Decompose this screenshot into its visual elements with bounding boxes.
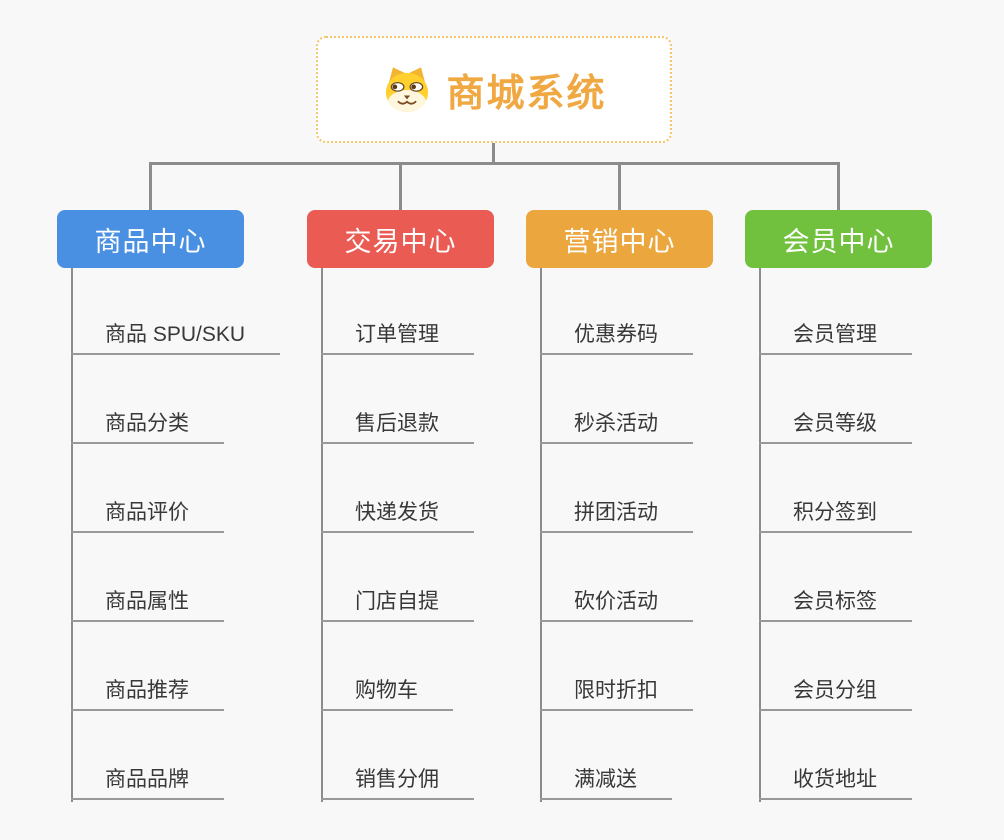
connector-drop-branch-2 [399, 164, 402, 210]
leaf-node[interactable]: 满减送 [540, 711, 672, 800]
connector-drop-branch-4 [837, 164, 840, 210]
leaf-label: 限时折扣 [574, 679, 658, 702]
connector-column-4 [759, 268, 761, 802]
branch-label: 商品中心 [94, 226, 207, 257]
leaf-label: 会员管理 [793, 323, 877, 346]
leaf-node[interactable]: 门店自提 [321, 533, 474, 622]
leaf-node[interactable]: 商品 SPU/SKU [71, 266, 281, 355]
leaf-label: 砍价活动 [574, 590, 658, 613]
leaf-node[interactable]: 售后退款 [321, 355, 474, 444]
leaf-label: 优惠券码 [574, 323, 658, 346]
branch-node-product-center[interactable]: 商品中心 [57, 210, 244, 268]
connector-column-2 [321, 268, 323, 802]
connector-column-1 [71, 268, 73, 802]
leaf-label: 销售分佣 [355, 768, 439, 791]
leaf-node[interactable]: 商品评价 [71, 444, 224, 533]
root-title: 商城系统 [446, 73, 607, 115]
leaf-node[interactable]: 商品分类 [71, 355, 224, 444]
leaf-node[interactable]: 会员管理 [759, 266, 912, 355]
leaf-label: 收货地址 [793, 768, 877, 791]
connector-trunk [149, 162, 840, 165]
branch-label: 会员中心 [782, 226, 895, 257]
connector-drop-branch-1 [149, 164, 152, 210]
leaf-label: 商品属性 [105, 590, 189, 613]
leaf-node[interactable]: 限时折扣 [540, 622, 693, 711]
leaf-label: 商品分类 [105, 412, 189, 435]
leaf-label: 会员等级 [793, 412, 877, 435]
leaf-label: 商品 SPU/SKU [105, 323, 246, 346]
leaf-label: 会员分组 [793, 679, 877, 702]
leaf-label: 商品评价 [105, 501, 189, 524]
leaf-node[interactable]: 商品品牌 [71, 711, 224, 800]
connector-column-3 [540, 268, 542, 802]
branch-items-trade-center: 订单管理 售后退款 快递发货 门店自提 购物车 销售分佣 [321, 266, 474, 800]
leaf-node[interactable]: 商品属性 [71, 533, 224, 622]
branch-node-member-center[interactable]: 会员中心 [745, 210, 932, 268]
leaf-node[interactable]: 秒杀活动 [540, 355, 693, 444]
branch-items-marketing-center: 优惠券码 秒杀活动 拼团活动 砍价活动 限时折扣 满减送 [540, 266, 693, 800]
dog-face-icon [386, 66, 429, 112]
leaf-label: 拼团活动 [574, 501, 658, 524]
root-node-mall-system[interactable]: 商城系统 [316, 36, 672, 143]
branch-label: 营销中心 [563, 226, 676, 257]
leaf-node[interactable]: 收货地址 [759, 711, 912, 800]
leaf-label: 门店自提 [355, 590, 439, 613]
leaf-label: 售后退款 [355, 412, 439, 435]
leaf-node[interactable]: 商品推荐 [71, 622, 224, 711]
leaf-label: 快递发货 [355, 501, 439, 524]
connector-root-drop [492, 143, 495, 164]
leaf-node[interactable]: 会员分组 [759, 622, 912, 711]
branch-node-trade-center[interactable]: 交易中心 [307, 210, 494, 268]
leaf-node[interactable]: 订单管理 [321, 266, 474, 355]
leaf-label: 商品品牌 [105, 768, 189, 791]
leaf-node[interactable]: 拼团活动 [540, 444, 693, 533]
leaf-label: 商品推荐 [105, 679, 189, 702]
connector-drop-branch-3 [618, 164, 621, 210]
leaf-node[interactable]: 优惠券码 [540, 266, 693, 355]
leaf-label: 积分签到 [793, 501, 877, 524]
leaf-label: 秒杀活动 [574, 412, 658, 435]
branch-items-product-center: 商品 SPU/SKU 商品分类 商品评价 商品属性 商品推荐 商品品牌 [71, 266, 281, 800]
leaf-node[interactable]: 会员等级 [759, 355, 912, 444]
leaf-node[interactable]: 购物车 [321, 622, 453, 711]
leaf-node[interactable]: 会员标签 [759, 533, 912, 622]
leaf-node[interactable]: 砍价活动 [540, 533, 693, 622]
leaf-node[interactable]: 积分签到 [759, 444, 912, 533]
leaf-label: 购物车 [355, 679, 418, 702]
branch-node-marketing-center[interactable]: 营销中心 [526, 210, 713, 268]
branch-label: 交易中心 [344, 226, 457, 257]
branch-items-member-center: 会员管理 会员等级 积分签到 会员标签 会员分组 收货地址 [759, 266, 912, 800]
leaf-node[interactable]: 快递发货 [321, 444, 474, 533]
leaf-label: 满减送 [574, 768, 637, 791]
leaf-label: 订单管理 [355, 323, 439, 346]
leaf-node[interactable]: 销售分佣 [321, 711, 474, 800]
leaf-label: 会员标签 [793, 590, 877, 613]
